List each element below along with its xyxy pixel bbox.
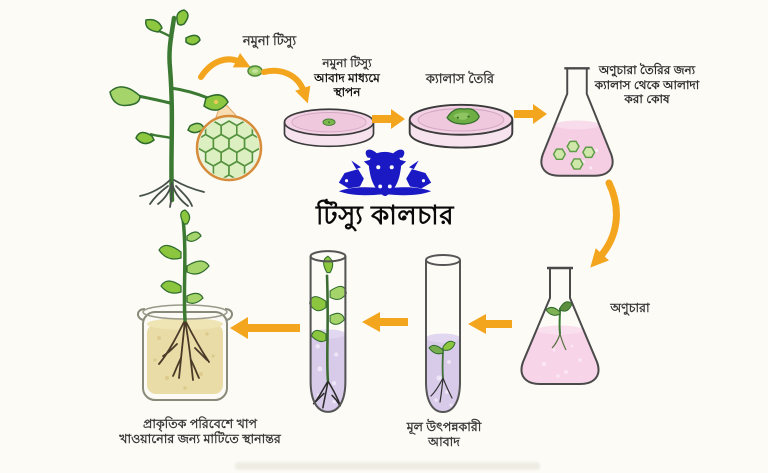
magnified-cells-circle [195,114,263,182]
cow-logo-icon [338,149,432,197]
arrow-leaf-to-tissue-icon [198,53,251,80]
flask-plantlet [520,266,600,385]
arrow-right-icon [514,104,547,124]
diagram-title: টিস্যু কালচার [315,200,455,230]
arrow-left-icon [230,317,300,339]
test-tube-grown-plant [309,250,347,413]
mother-plant-illustration [109,9,229,208]
soil-jar-plant [137,209,233,401]
arrow-right-icon [372,109,405,129]
arrow-tissue-to-dish-icon [261,67,311,104]
label-callus-formation: ক্যালাস তৈরি [425,71,495,86]
flask-cell-suspension [540,67,614,177]
label-tissue-placement: নমুনা টিস্যু আবাদ মাধ্যমে স্থাপন [314,56,380,100]
label-transfer-to-soil: প্রাকৃতিক পরিবেশে খাপ খাওয়ানোর জন্য মাট… [119,417,281,447]
label-separated-cells: অণুচারা তৈরির জন্য ক্যালাস থেকে আলাদা কর… [594,63,700,107]
test-tube-rooting [425,254,461,414]
arrow-left-icon [362,312,408,332]
tissue-piece-icon [247,65,263,77]
arrow-left-icon [468,314,512,334]
label-sample-tissue: নমুনা টিস্যু [242,33,297,48]
petri-dish-callus [408,103,514,149]
faint-watermark-strip [235,462,540,470]
petri-dish-explant [283,108,375,148]
label-plantlet: অণুচারা [610,301,650,315]
label-root-producing-culture: মূল উৎপন্নকারী আবাদ [406,420,482,450]
arrow-curved-down-icon [590,179,620,268]
